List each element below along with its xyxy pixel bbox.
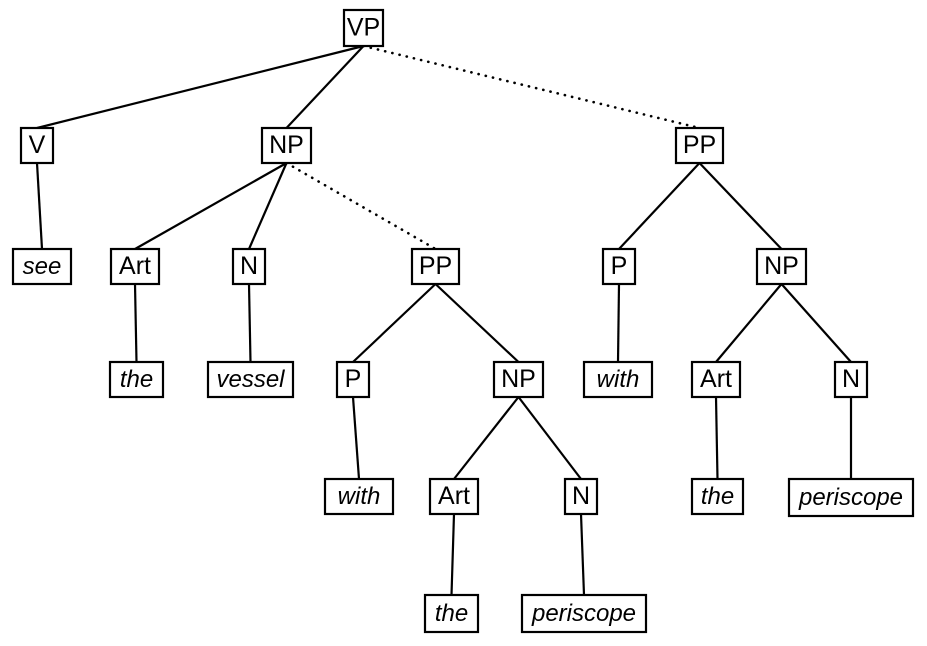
leaf-label: the — [120, 366, 153, 393]
node-box — [423, 593, 480, 634]
node-box — [19, 126, 55, 165]
tree-edge-vp_root-to-v_left — [36, 44, 364, 130]
tree-edge-np_mid-to-art_1 — [134, 162, 288, 250]
node-label: NP — [764, 252, 799, 280]
node-box — [428, 477, 480, 516]
tree-edge-v_left-to-leaf_see — [35, 162, 44, 250]
node-box — [109, 247, 161, 286]
node-label: V — [29, 131, 46, 159]
tree-edge-art_1-to-leaf_the_1 — [133, 283, 138, 363]
category-node-art-art_right[interactable]: Art — [690, 360, 742, 399]
node-box — [492, 360, 545, 399]
category-node-pp-pp_mid[interactable]: PP — [410, 247, 461, 286]
category-node-pp-pp_right[interactable]: PP — [674, 126, 725, 165]
leaf-node-the-leaf_the_1[interactable]: the — [108, 360, 165, 399]
leaf-label: vessel — [216, 366, 285, 393]
node-box — [563, 477, 599, 516]
node-label: P — [345, 365, 362, 393]
category-node-np-np_right[interactable]: NP — [755, 247, 808, 286]
tree-edge-np_mid2-to-art_mid — [453, 396, 520, 480]
tree-edge-np_right-to-art_right — [715, 283, 783, 363]
node-box — [601, 247, 637, 286]
node-label: P — [611, 252, 628, 280]
tree-edge-vp_root-to-pp_right — [362, 44, 701, 130]
leaf-node-periscope-leaf_periscope_right[interactable]: periscope — [787, 477, 915, 518]
tree-edge-pp_right-to-np_right — [698, 162, 783, 250]
tree-edge-art_right-to-leaf_the_right — [714, 396, 719, 480]
node-label: VP — [347, 14, 380, 42]
leaf-label: see — [23, 253, 62, 280]
tree-edge-pp_mid-to-p_mid — [352, 283, 437, 363]
tree-edge-p_mid-to-leaf_with_mid — [351, 396, 361, 480]
leaf-node-the-leaf_the_right[interactable]: the — [690, 477, 745, 516]
tree-edge-vp_root-to-np_mid — [285, 45, 365, 129]
node-label: Art — [438, 482, 470, 510]
leaf-label: the — [701, 483, 734, 510]
category-node-p-p_right[interactable]: P — [601, 247, 637, 286]
node-box — [323, 477, 395, 516]
tree-edge-n_mid-to-leaf_periscope_mid — [579, 513, 586, 596]
tree-edge-pp_mid-to-np_mid2 — [434, 283, 520, 363]
category-node-n-n_1[interactable]: N — [231, 247, 267, 286]
node-label: NP — [501, 365, 536, 393]
node-box — [582, 360, 654, 399]
tree-edge-pp_right-to-p_right — [618, 162, 701, 250]
node-box — [690, 477, 745, 516]
category-node-p-p_mid[interactable]: P — [335, 360, 371, 399]
node-label: N — [842, 365, 860, 393]
node-box — [335, 360, 371, 399]
node-box — [833, 360, 869, 399]
leaf-node-see-leaf_see[interactable]: see — [11, 247, 73, 286]
node-box — [342, 8, 385, 48]
leaf-node-vessel-leaf_vessel[interactable]: vessel — [206, 360, 295, 399]
node-label: Art — [119, 252, 151, 280]
tree-edge-np_right-to-n_right — [780, 283, 852, 363]
tree-edge-n_1-to-leaf_vessel — [247, 283, 252, 363]
category-node-art-art_mid[interactable]: Art — [428, 477, 480, 516]
node-label: PP — [683, 131, 716, 159]
category-node-vp-vp_root[interactable]: VP — [342, 8, 385, 48]
tree-edge-np_mid-to-n_1 — [247, 162, 288, 250]
category-node-art-art_1[interactable]: Art — [109, 247, 161, 286]
tree-edge-art_mid-to-leaf_the_mid — [450, 513, 456, 596]
category-node-np-np_mid[interactable]: NP — [260, 126, 313, 165]
category-node-n-n_mid[interactable]: N — [563, 477, 599, 516]
node-box — [231, 247, 267, 286]
node-box — [410, 247, 461, 286]
leaf-node-with-leaf_with_right[interactable]: with — [582, 360, 654, 399]
node-box — [11, 247, 73, 286]
node-label: N — [572, 482, 590, 510]
leaf-label: the — [435, 600, 468, 627]
leaf-label: with — [597, 366, 640, 393]
tree-edge-p_right-to-leaf_with_right — [616, 283, 621, 363]
node-box — [690, 360, 742, 399]
node-box — [755, 247, 808, 286]
tree-edge-np_mid2-to-n_mid — [517, 396, 582, 480]
node-label: Art — [700, 365, 732, 393]
node-label: NP — [269, 131, 304, 159]
node-box — [674, 126, 725, 165]
node-label: PP — [419, 252, 452, 280]
node-box — [206, 360, 295, 399]
tree-edge-np_mid-to-pp_mid — [285, 161, 437, 251]
category-node-np-np_mid2[interactable]: NP — [492, 360, 545, 399]
leaf-label: periscope — [798, 484, 903, 511]
node-box — [108, 360, 165, 399]
category-node-v-v_left[interactable]: V — [19, 126, 55, 165]
tree-edges-group — [35, 44, 853, 596]
leaf-label: with — [338, 483, 381, 510]
leaf-node-the-leaf_the_mid[interactable]: the — [423, 593, 480, 634]
leaf-label: periscope — [531, 600, 636, 627]
leaf-node-with-leaf_with_mid[interactable]: with — [323, 477, 395, 516]
category-node-n-n_right[interactable]: N — [833, 360, 869, 399]
node-box — [787, 477, 915, 518]
node-label: N — [240, 252, 258, 280]
leaf-node-periscope-leaf_periscope_mid[interactable]: periscope — [520, 593, 648, 634]
node-box — [520, 593, 648, 634]
node-box — [260, 126, 313, 165]
